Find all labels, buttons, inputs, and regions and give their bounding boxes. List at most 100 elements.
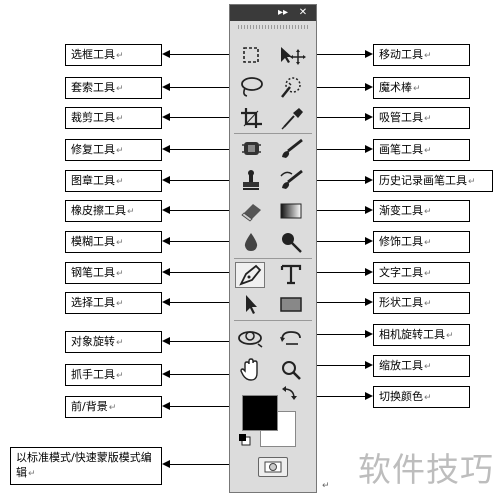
hand-tool-icon[interactable] — [236, 358, 266, 382]
move-tool-icon[interactable] — [276, 43, 306, 67]
arrow-line-healing — [170, 149, 237, 150]
shape-tool-icon[interactable] — [276, 292, 306, 316]
separator — [234, 258, 312, 259]
default-colors-icon[interactable] — [238, 433, 252, 447]
close-icon[interactable]: ✕ — [298, 7, 308, 18]
lasso-tool-icon[interactable] — [236, 75, 266, 99]
label-zoom-tool: 缩放工具↵ — [373, 355, 470, 377]
arrow-head-icon — [162, 337, 170, 345]
return-mark: ↵ — [322, 481, 330, 491]
label-eyedropper-tool: 吸管工具↵ — [373, 107, 470, 129]
arrow-line-mask — [170, 464, 256, 465]
arrow-line-crop — [170, 117, 237, 118]
arrow-head-icon — [162, 83, 170, 91]
arrow-head-icon — [162, 145, 170, 153]
separator — [234, 133, 312, 134]
tools-panel: ▸▸ ✕ — [229, 4, 317, 493]
crop-tool-icon[interactable] — [236, 106, 266, 130]
arrow-head-icon — [365, 330, 373, 338]
pen-tool-icon[interactable] — [235, 262, 265, 288]
label-select-tool: 选择工具↵ — [65, 292, 162, 314]
label-lasso-tool: 套索工具↵ — [65, 77, 162, 99]
watermark: 软件技巧 — [358, 450, 494, 489]
arrow-line-zoom — [310, 365, 366, 366]
panel-grip[interactable] — [238, 25, 308, 29]
path-select-tool-icon[interactable] — [236, 292, 266, 316]
panel-titlebar: ▸▸ ✕ — [230, 5, 316, 21]
arrow-line-hand — [170, 374, 237, 375]
arrow-line-dodge — [310, 241, 366, 242]
arrow-line-select — [170, 302, 237, 303]
blur-tool-icon[interactable] — [236, 230, 266, 254]
arrow-head-icon — [162, 370, 170, 378]
label-hand-tool: 抓手工具↵ — [65, 364, 162, 386]
label-dodge-tool: 修饰工具↵ — [373, 231, 470, 253]
separator — [234, 320, 312, 321]
camera-rotate-tool-icon[interactable] — [276, 326, 306, 350]
magic-wand-icon[interactable] — [276, 75, 306, 99]
arrow-line-eraser — [170, 210, 237, 211]
arrow-line-shape — [310, 302, 366, 303]
arrow-line-move — [310, 54, 366, 55]
eyedropper-tool-icon[interactable] — [276, 106, 306, 130]
label-blur-tool: 模糊工具↵ — [65, 231, 162, 253]
arrow-head-icon — [365, 392, 373, 400]
dodge-tool-icon[interactable] — [276, 230, 306, 254]
arrow-head-icon — [365, 361, 373, 369]
type-tool-icon[interactable] — [276, 262, 306, 286]
zoom-tool-icon[interactable] — [276, 358, 306, 382]
arrow-head-icon — [162, 460, 170, 468]
arrow-line-camera — [300, 334, 366, 335]
label-type-tool: 文字工具↵ — [373, 262, 470, 284]
arrow-head-icon — [162, 113, 170, 121]
healing-tool-icon[interactable] — [236, 137, 266, 161]
label-orbit-tool: 对象旋转↵ — [65, 331, 162, 353]
foreground-color-swatch[interactable] — [242, 395, 278, 431]
arrow-head-icon — [162, 206, 170, 214]
eraser-tool-icon[interactable] — [236, 199, 266, 223]
arrow-head-icon — [162, 50, 170, 58]
label-swap-colors: 切换颜色↵ — [373, 386, 470, 408]
arrow-line-blur — [170, 241, 237, 242]
label-eraser-tool: 橡皮擦工具↵ — [65, 200, 162, 222]
arrow-line-gradient — [310, 210, 366, 211]
arrow-head-icon — [365, 145, 373, 153]
arrow-head-icon — [162, 237, 170, 245]
arrow-head-icon — [365, 50, 373, 58]
swap-colors-icon[interactable] — [280, 385, 300, 401]
label-pen-tool: 钢笔工具↵ — [65, 262, 162, 284]
label-healing-tool: 修复工具↵ — [65, 139, 162, 161]
arrow-line-orbit — [170, 341, 237, 342]
arrow-head-icon — [365, 298, 373, 306]
arrow-head-icon — [365, 83, 373, 91]
orbit-tool-icon[interactable] — [236, 326, 266, 350]
arrow-head-icon — [162, 402, 170, 410]
arrow-line-colors — [170, 406, 241, 407]
arrow-head-icon — [162, 268, 170, 276]
arrow-head-icon — [365, 237, 373, 245]
label-camera-rotate-tool: 相机旋转工具↵ — [373, 324, 470, 346]
arrow-line-lasso — [170, 87, 237, 88]
arrow-head-icon — [162, 176, 170, 184]
collapse-icon[interactable]: ▸▸ — [277, 7, 289, 18]
brush-tool-icon[interactable] — [276, 137, 306, 161]
arrow-line-brush — [310, 149, 366, 150]
label-stamp-tool: 图章工具↵ — [65, 170, 162, 192]
label-move-tool: 移动工具↵ — [373, 44, 470, 66]
label-brush-tool: 画笔工具↵ — [373, 139, 470, 161]
arrow-line-swap — [300, 396, 366, 397]
label-shape-tool: 形状工具↵ — [373, 292, 470, 314]
label-history-brush-tool: 历史记录画笔工具↵ — [373, 170, 493, 192]
quick-mask-button[interactable] — [258, 457, 288, 477]
arrow-head-icon — [365, 206, 373, 214]
label-quick-mask: 以标准模式/快速蒙版模式编辑↵ — [10, 447, 162, 485]
label-magic-wand: 魔术棒↵ — [373, 77, 470, 99]
history-brush-icon[interactable] — [276, 168, 306, 192]
stamp-tool-icon[interactable] — [236, 168, 266, 192]
arrow-head-icon — [162, 298, 170, 306]
label-marquee-tool: 选框工具↵ — [65, 44, 162, 66]
arrow-head-icon — [365, 113, 373, 121]
gradient-tool-icon[interactable] — [276, 199, 306, 223]
marquee-tool-icon[interactable] — [236, 43, 266, 67]
arrow-line-history — [310, 180, 366, 181]
